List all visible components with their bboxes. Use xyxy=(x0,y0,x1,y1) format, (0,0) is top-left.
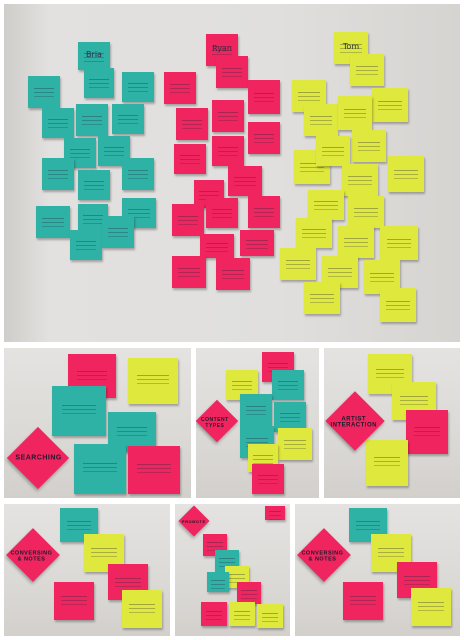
cluster-photo-artist-interaction: ARTIST INTERACTION xyxy=(324,348,460,498)
sticky-note xyxy=(372,88,408,122)
sticky-note xyxy=(74,444,126,494)
sticky-note xyxy=(42,158,74,190)
sticky-note xyxy=(342,164,378,196)
sticky-note xyxy=(348,196,384,228)
sticky-note xyxy=(122,72,154,102)
sticky-note xyxy=(128,446,180,494)
sticky-note xyxy=(352,130,386,162)
sticky-note xyxy=(206,198,238,228)
sticky-note xyxy=(296,218,332,248)
sticky-note xyxy=(248,122,280,154)
sticky-note xyxy=(338,96,372,130)
sticky-note xyxy=(338,226,374,258)
sticky-note xyxy=(122,198,156,228)
sticky-note xyxy=(200,234,234,258)
sticky-note xyxy=(272,370,304,400)
sticky-note xyxy=(54,582,94,620)
sticky-note xyxy=(380,226,418,260)
sticky-note xyxy=(207,572,229,592)
sticky-note xyxy=(122,590,162,628)
sticky-note xyxy=(343,582,383,620)
sticky-note xyxy=(228,166,262,196)
sticky-note xyxy=(212,136,244,166)
cluster-photo-conversing-notes: CONVERSING & NOTES xyxy=(4,504,170,636)
sticky-note xyxy=(102,216,134,248)
sticky-note xyxy=(112,104,144,134)
sticky-note xyxy=(304,282,340,314)
sticky-note xyxy=(201,602,227,626)
sticky-note xyxy=(265,506,285,520)
sticky-note xyxy=(164,72,196,104)
sticky-note xyxy=(237,582,261,604)
sticky-note xyxy=(308,190,344,220)
sticky-note xyxy=(174,144,206,174)
sticky-note xyxy=(216,56,248,88)
sticky-note xyxy=(240,230,274,256)
cluster-photo-searching: SEARCHING xyxy=(4,348,191,498)
sticky-note xyxy=(28,76,60,108)
sticky-note xyxy=(388,156,424,192)
sticky-note xyxy=(257,604,283,628)
sticky-note xyxy=(36,206,70,238)
name-label-bria: Bria xyxy=(86,50,102,60)
sticky-note xyxy=(248,196,280,228)
sticky-note xyxy=(70,230,102,260)
cluster-photo-promote: PROMOTE xyxy=(175,504,290,636)
sticky-note xyxy=(52,386,106,436)
cluster-label-promote: PROMOTE xyxy=(178,505,210,537)
cluster-label-conversing-notes-2: CONVERSING & NOTES xyxy=(297,528,351,582)
sticky-note xyxy=(411,588,451,626)
sticky-note xyxy=(176,108,208,140)
name-note-bria: Bria xyxy=(78,42,110,70)
cluster-photo-conversing-notes-2: CONVERSING & NOTES xyxy=(295,504,460,636)
sticky-note xyxy=(406,410,448,454)
sticky-note xyxy=(78,170,110,200)
sticky-note xyxy=(240,394,272,426)
cluster-label-conversing-notes: CONVERSING & NOTES xyxy=(6,528,60,582)
sticky-note xyxy=(212,100,244,132)
sticky-note xyxy=(172,256,206,288)
name-label-tom: Tom xyxy=(342,41,360,51)
sticky-note xyxy=(350,54,384,86)
sticky-note xyxy=(128,358,178,404)
sticky-note xyxy=(216,258,250,290)
sticky-note xyxy=(229,602,255,626)
sticky-note xyxy=(278,428,312,460)
sticky-note xyxy=(304,104,338,136)
cluster-label-searching: SEARCHING xyxy=(6,426,70,490)
sticky-note xyxy=(76,104,108,136)
sticky-note xyxy=(280,248,316,280)
affinity-wall-photo: Bria Ryan Tom xyxy=(4,4,460,342)
sticky-note xyxy=(316,136,350,166)
cluster-label-content-types: CONTENT TYPES xyxy=(196,399,239,443)
sticky-note xyxy=(380,288,416,322)
sticky-note xyxy=(84,68,114,98)
sticky-note xyxy=(122,158,154,190)
cluster-photo-content-types: CONTENT TYPES xyxy=(196,348,319,498)
sticky-note xyxy=(274,402,306,432)
sticky-note xyxy=(248,80,280,114)
sticky-note xyxy=(252,464,284,494)
sticky-note xyxy=(172,204,204,236)
sticky-note xyxy=(366,440,408,486)
name-label-ryan: Ryan xyxy=(212,43,232,53)
sticky-note xyxy=(42,108,74,138)
